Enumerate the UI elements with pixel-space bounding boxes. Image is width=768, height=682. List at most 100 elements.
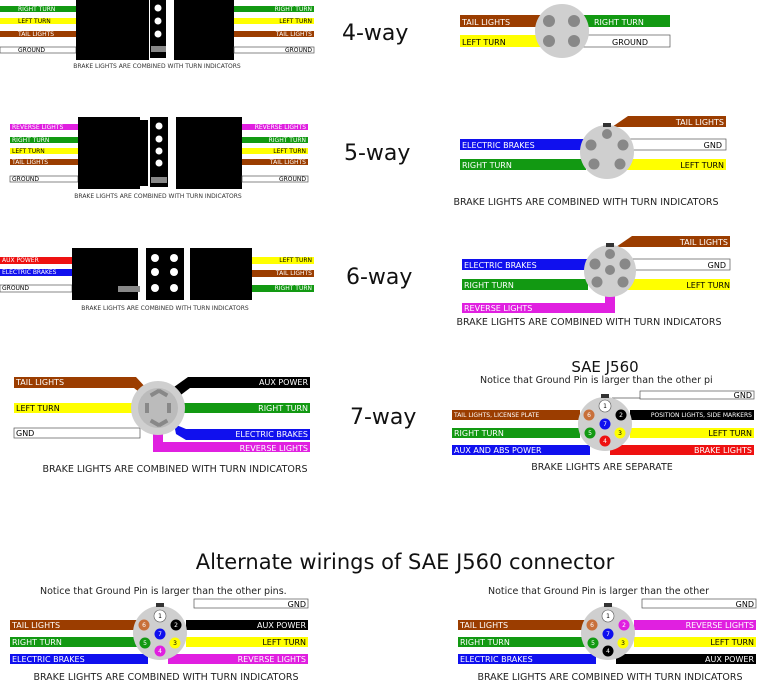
- pin-1-label: 1: [603, 403, 607, 410]
- wire-label-gnd: GND: [16, 429, 34, 438]
- wire-label-electric-brakes: ELECTRIC BRAKES: [464, 261, 537, 270]
- wire-label-tail-license: TAIL LIGHTS, LICENSE PLATE: [453, 412, 539, 419]
- alternate-title: Alternate wirings of SAE J560 connector: [196, 550, 615, 574]
- wire-label-right-turn: RIGHT TURN: [454, 429, 504, 438]
- sae-j560-title: SAE J560: [571, 358, 638, 376]
- wire-label-tail-lights: TAIL LIGHTS: [17, 31, 54, 38]
- wire-label-brake-lights: BRAKE LIGHTS: [694, 446, 752, 455]
- wire-label-position-side: POSITION LIGHTS, SIDE MARKERS: [651, 412, 752, 419]
- wire-label-reverse-lights: REVERSE LIGHTS: [240, 444, 308, 453]
- wire-label-reverse-lights: REVERSE LIGHTS: [12, 124, 63, 131]
- wire-label-tail-lights: TAIL LIGHTS: [11, 621, 60, 630]
- wire-label-reverse-lights: REVERSE LIGHTS: [238, 655, 306, 664]
- wire-label-right-turn: RIGHT TURN: [258, 404, 308, 413]
- pin-5-label: 5: [588, 430, 592, 437]
- wire-label-ground: GROUND: [279, 176, 306, 183]
- wire-label-left-turn: LEFT TURN: [12, 148, 45, 155]
- note-combined-spaced: BRAKE LIGHTS ARE COMBINED WITH TURN INDI…: [456, 317, 721, 328]
- wire-label-left-turn: LEFT TURN: [710, 638, 754, 647]
- pin-4-label: 4: [158, 648, 162, 655]
- pin-4-label: 4: [606, 648, 610, 655]
- wire-label-gnd: GND: [704, 141, 722, 150]
- wire-label-reverse-lights: REVERSE LIGHTS: [464, 304, 532, 313]
- wire-label-aux-power: AUX POWER: [257, 621, 306, 630]
- note-ground-pin: Notice that Ground Pin is larger than th…: [40, 586, 287, 597]
- wire-label-electric-brakes: ELECTRIC BRAKES: [2, 269, 57, 276]
- wire-label-gnd: GND: [736, 600, 754, 609]
- wire-label-electric-brakes: ELECTRIC BRAKES: [462, 141, 535, 150]
- wire-label-electric-brakes: ELECTRIC BRAKES: [12, 655, 85, 664]
- note-ground-pin: Notice that Ground Pin is larger than th…: [488, 586, 709, 597]
- wire-label-right-turn: RIGHT TURN: [12, 137, 49, 144]
- pin-2-label: 2: [174, 622, 178, 629]
- title-7-way: 7-way: [350, 405, 416, 430]
- wire-label-left-turn: LEFT TURN: [16, 404, 60, 413]
- wire-label-right-turn: RIGHT TURN: [464, 281, 514, 290]
- wire-label-left-turn: LEFT TURN: [18, 18, 51, 25]
- wire-label-ground: GROUND: [12, 176, 39, 183]
- note-ground-pin: Notice that Ground Pin is larger than th…: [480, 375, 713, 386]
- wire-label-left-turn: LEFT TURN: [462, 38, 506, 47]
- wire-label-aux-power: AUX POWER: [259, 378, 308, 387]
- sae-j560-connector: SAE J560 Notice that Ground Pin is large…: [452, 358, 755, 473]
- wire-label-right-turn: RIGHT TURN: [462, 161, 512, 170]
- wire-label-right-turn: RIGHT TURN: [12, 638, 62, 647]
- pin-3-label: 3: [621, 640, 625, 647]
- wire-label-left-turn: LEFT TURN: [680, 161, 724, 170]
- wire-label-tail-lights: TAIL LIGHTS: [11, 159, 48, 166]
- pin-4-label: 4: [603, 438, 607, 445]
- wire-label-aux-power: AUX POWER: [705, 655, 754, 664]
- wire-label-tail-lights: TAIL LIGHTS: [461, 18, 510, 27]
- six-way-flat-connector: AUX POWER ELECTRIC BRAKES GROUND LEFT TU…: [0, 248, 314, 312]
- wire-label-tail-lights: TAIL LIGHTS: [675, 118, 724, 127]
- wire-label-left-turn: LEFT TURN: [279, 257, 312, 264]
- note-combined: BRAKE LIGHTS ARE COMBINED WITH TURN INDI…: [74, 193, 242, 200]
- wire-label-tail-lights: TAIL LIGHTS: [459, 621, 508, 630]
- pin-6-label: 6: [142, 622, 146, 629]
- wire-label-electric-brakes: ELECTRIC BRAKES: [460, 655, 533, 664]
- wire-label-right-turn: RIGHT TURN: [275, 285, 312, 292]
- wire-label-electric-brakes: ELECTRIC BRAKES: [235, 430, 308, 439]
- wire-label-tail-lights: TAIL LIGHTS: [15, 378, 64, 387]
- six-way-round-connector: TAIL LIGHTS GND LEFT TURN ELECTRIC BRAKE…: [456, 236, 731, 328]
- wire-label-gnd: GND: [288, 600, 306, 609]
- pin-2-label: 2: [619, 412, 623, 419]
- wire-label-left-turn: LEFT TURN: [262, 638, 306, 647]
- wire-label-tail-lights: TAIL LIGHTS: [269, 159, 306, 166]
- note-combined-spaced: BRAKE LIGHTS ARE COMBINED WITH TURN INDI…: [453, 197, 718, 208]
- note-combined: BRAKE LIGHTS ARE COMBINED WITH TURN INDI…: [73, 63, 241, 70]
- wire-label-aux-abs: AUX AND ABS POWER: [454, 446, 542, 455]
- four-way-flat-connector: RIGHT TURN LEFT TURN TAIL LIGHTS GROUND …: [0, 0, 315, 70]
- pin-1-label: 1: [606, 613, 610, 620]
- wire-label-tail-lights: TAIL LIGHTS: [275, 31, 312, 38]
- pin-3-label: 3: [173, 640, 177, 647]
- wire-label-ground: GROUND: [612, 38, 648, 47]
- title-5-way: 5-way: [344, 141, 410, 166]
- wire-label-left-turn: LEFT TURN: [686, 281, 730, 290]
- five-way-round-connector: TAIL LIGHTS GND LEFT TURN ELECTRIC BRAKE…: [453, 116, 727, 208]
- four-way-round-connector: TAIL LIGHTS LEFT TURN RIGHT TURN GROUND: [460, 4, 671, 58]
- pin-5-label: 5: [591, 640, 595, 647]
- wire-label-tail-lights: TAIL LIGHTS: [679, 238, 728, 247]
- title-6-way: 6-way: [346, 265, 412, 290]
- pin-7-label: 7: [606, 631, 610, 638]
- pin-2-label: 2: [622, 622, 626, 629]
- note-combined-alt: BRAKE LIGHTS ARE COMBINED WITH TURN INDI…: [33, 672, 298, 682]
- wire-label-right-turn: RIGHT TURN: [269, 137, 306, 144]
- wire-label-right-turn: RIGHT TURN: [594, 18, 644, 27]
- wire-label-right-turn: RIGHT TURN: [460, 638, 510, 647]
- title-4-way: 4-way: [342, 21, 408, 46]
- pin-5-label: 5: [143, 640, 147, 647]
- note-combined-spaced: BRAKE LIGHTS ARE COMBINED WITH TURN INDI…: [42, 464, 307, 475]
- wire-label-left-turn: LEFT TURN: [708, 429, 752, 438]
- note-separate: BRAKE LIGHTS ARE SEPARATE: [531, 462, 673, 473]
- sae-j560-alternate-left: Notice that Ground Pin is larger than th…: [10, 586, 309, 682]
- wire-label-left-turn: LEFT TURN: [279, 18, 312, 25]
- wire-label-gnd: GND: [734, 391, 752, 400]
- sae-j560-alternate-right: Notice that Ground Pin is larger than th…: [458, 586, 757, 682]
- wire-label-ground: GROUND: [2, 285, 29, 292]
- pin-3-label: 3: [618, 430, 622, 437]
- wire-label-right-turn: RIGHT TURN: [18, 6, 55, 13]
- pin-7-label: 7: [603, 421, 607, 428]
